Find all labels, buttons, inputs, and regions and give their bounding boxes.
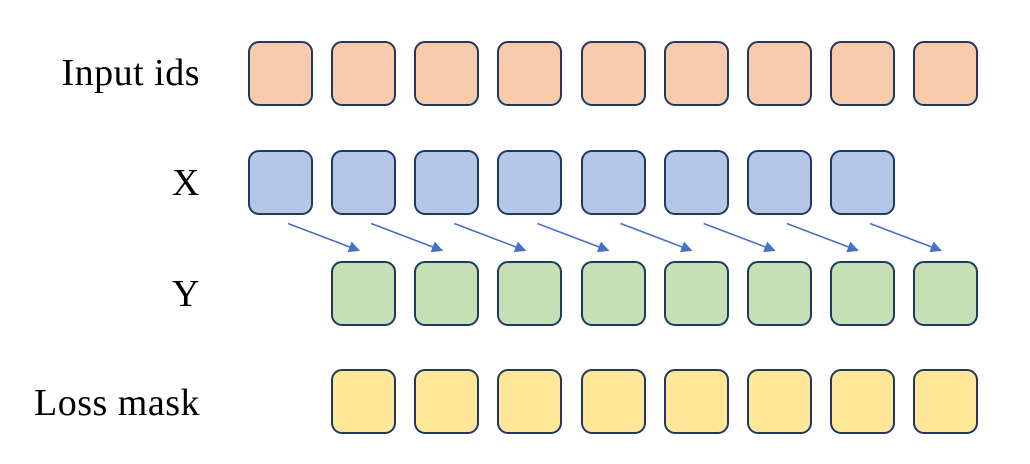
loss-mask-box <box>331 369 397 434</box>
input-ids-box <box>913 41 978 106</box>
loss-mask-box <box>663 369 729 434</box>
x-box <box>663 150 729 215</box>
y-box <box>331 261 397 326</box>
shift-arrow <box>703 222 776 253</box>
input-ids-box <box>746 41 812 106</box>
y-box <box>580 261 646 326</box>
shift-arrow <box>370 222 444 253</box>
x-box <box>746 150 812 215</box>
shift-arrow <box>287 222 361 253</box>
y-box <box>414 261 480 326</box>
label-input-ids: Input ids <box>61 52 200 94</box>
label-y: Y <box>172 273 200 315</box>
shift-arrow <box>453 222 527 253</box>
shift-arrow <box>537 222 610 253</box>
shift-arrow <box>786 222 859 253</box>
y-box <box>829 261 895 326</box>
shift-arrow <box>620 222 693 253</box>
loss-mask-box <box>913 369 978 434</box>
loss-mask-box <box>829 369 895 434</box>
loss-mask-box <box>497 369 563 434</box>
y-box <box>497 261 563 326</box>
x-box <box>497 150 563 215</box>
input-ids-box <box>580 41 646 106</box>
shift-arrow <box>869 222 942 253</box>
input-ids-box <box>414 41 480 106</box>
loss-mask-box <box>414 369 480 434</box>
input-ids-box <box>248 41 313 106</box>
loss-mask-box <box>580 369 646 434</box>
y-box <box>913 261 978 326</box>
x-box <box>580 150 646 215</box>
input-ids-box <box>829 41 895 106</box>
label-loss-mask: Loss mask <box>34 382 200 424</box>
y-box <box>746 261 812 326</box>
x-box <box>248 150 313 215</box>
label-x: X <box>172 162 200 204</box>
loss-mask-box <box>746 369 812 434</box>
input-ids-box <box>331 41 397 106</box>
x-box <box>331 150 397 215</box>
y-box <box>663 261 729 326</box>
x-box <box>414 150 480 215</box>
x-box <box>829 150 895 215</box>
input-ids-box <box>663 41 729 106</box>
input-ids-box <box>497 41 563 106</box>
